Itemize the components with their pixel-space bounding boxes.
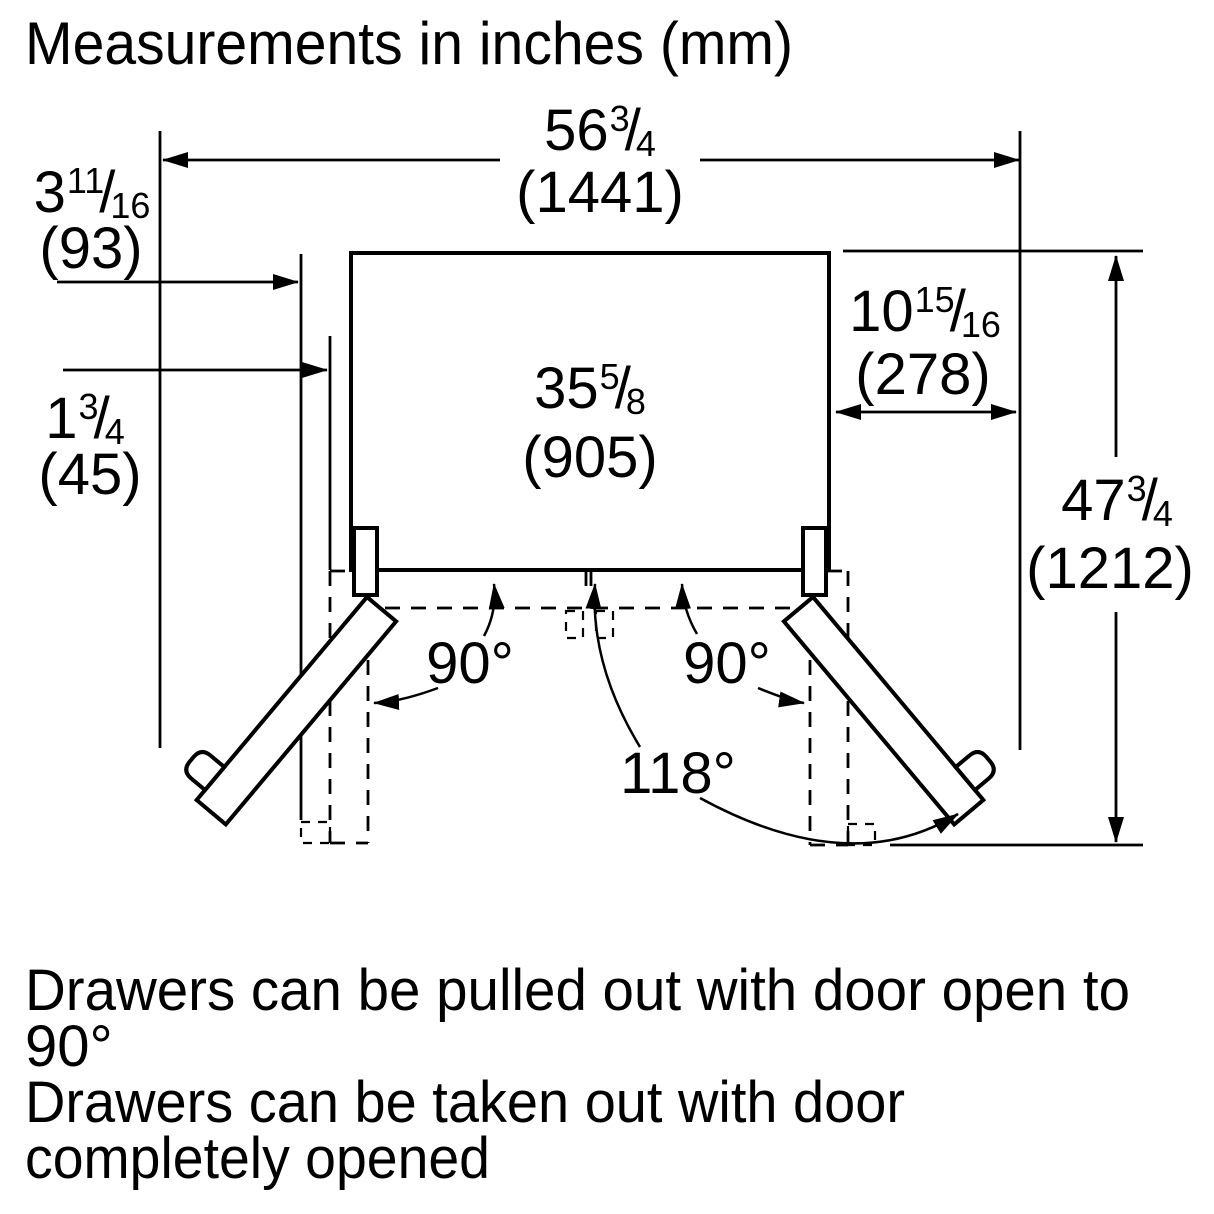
right-door-open (781, 594, 996, 828)
note-line-3: Drawers can be taken out with door (25, 1070, 905, 1135)
angle-leaders (373, 583, 959, 845)
cabinet (349, 251, 831, 597)
door-depth-label: 1015/16 (849, 279, 1001, 345)
left-90-side-arrow (373, 686, 439, 711)
left-door-handle (184, 750, 228, 793)
side-clearance-handle-label: 311/16 (34, 160, 151, 226)
left-door-panel (193, 594, 399, 828)
total-width-mm: (1441) (516, 160, 684, 225)
diagram-title: Measurements in inches (mm) (25, 10, 793, 77)
full-open-angle-label: 118° (620, 741, 736, 806)
left-90-up-arrow (482, 583, 505, 637)
dimension-labels: 563/4 (1441) 311/16 (93) 13/4 (45) 355/8… (34, 98, 1194, 601)
cabinet-width-mm: (905) (522, 425, 657, 490)
total-width-label: 563/4 (544, 98, 656, 164)
left-door-open (184, 594, 399, 828)
angle-labels: 90° 90° 118° (426, 631, 771, 806)
side-clearance-door-mm: (45) (38, 442, 141, 507)
note-line-2: 90° (25, 1014, 113, 1079)
cabinet-width-label: 355/8 (534, 356, 646, 422)
left-door-90-dashed (328, 569, 370, 845)
full-open-arc-arrow (699, 796, 959, 845)
side-clearance-door-label: 13/4 (45, 386, 124, 452)
note-line-4: completely opened (25, 1126, 490, 1191)
left-handle-90-dashed (299, 820, 332, 845)
door-depth-mm: (278) (855, 342, 990, 407)
right-door-handle (952, 750, 996, 793)
right-door-90-dashed (808, 569, 850, 847)
total-depth-label: 473/4 (1061, 468, 1173, 534)
total-depth-mm: (1212) (1026, 536, 1194, 601)
right-handle-closed-dashed (594, 609, 615, 640)
left-handle-closed-dashed (564, 609, 585, 640)
left-door-angle-label: 90° (426, 631, 514, 696)
right-door-panel (781, 594, 987, 828)
dashed-projections (299, 569, 877, 847)
right-90-side-arrow (757, 686, 805, 708)
extension-lines (158, 131, 1143, 847)
side-clearance-handle-mm: (93) (39, 216, 142, 281)
door-gap-ticks (584, 572, 593, 586)
right-handle-90-dashed (846, 822, 877, 847)
full-open-up-arrow (585, 583, 642, 748)
cabinet-body (349, 251, 831, 572)
right-door-angle-label: 90° (683, 631, 771, 696)
footnotes: Drawers can be pulled out with door open… (25, 958, 1130, 1191)
right-90-up-arrow (674, 583, 699, 635)
right-hinge (801, 526, 828, 597)
left-hinge (352, 526, 379, 597)
note-line-1: Drawers can be pulled out with door open… (25, 958, 1130, 1023)
